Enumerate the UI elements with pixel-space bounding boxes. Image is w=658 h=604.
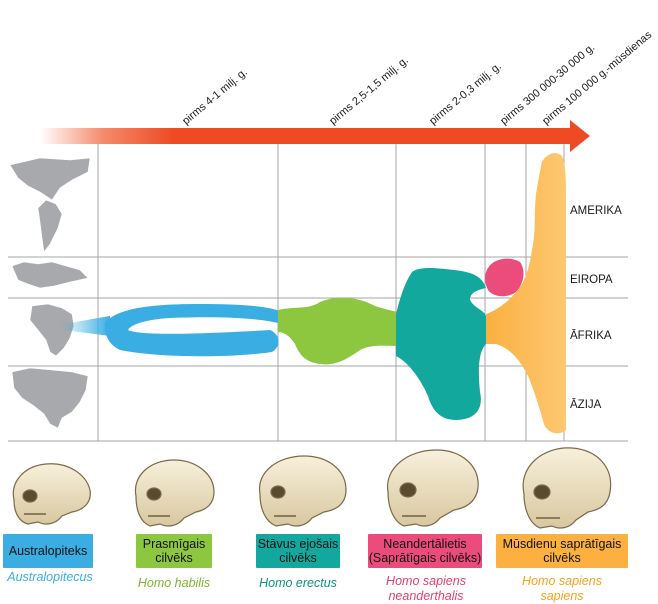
period-label-2: pirms 2,5-1,5 milj. g. <box>327 54 411 127</box>
species-name-australopithecus: Australopiteks <box>8 544 88 558</box>
species-name-habilis: Prasmīgais cilvēks <box>142 537 206 565</box>
species-box-neanderthal: Neandertālietis (Saprātīgais cilvēks) <box>368 534 482 568</box>
period-labels: pirms 4-1 milj. g. pirms 2,5-1,5 milj. g… <box>180 29 654 128</box>
species-name-neanderthal: Neandertālietis (Saprātīgais cilvēks) <box>368 537 482 565</box>
period-label-1: pirms 4-1 milj. g. <box>180 66 250 127</box>
species-box-erectus: Stāvus ejošais cilvēks <box>256 534 340 568</box>
species-name-erectus: Stāvus ejošais cilvēks <box>257 537 339 565</box>
neanderthal-skull-icon <box>387 449 479 527</box>
species-box-australopithecus: Australopiteks <box>3 534 93 568</box>
skulls <box>12 447 612 529</box>
neanderthal-range <box>485 258 524 297</box>
timeline-arrow <box>40 120 590 152</box>
latin-name-habilis: Homo habilis <box>137 576 211 590</box>
latin-name-australopithecus: Australopitecus <box>7 570 93 584</box>
habilis-skull-icon <box>134 459 215 527</box>
latin-name-neanderthal: Homo sapiens neanderthalis <box>386 574 466 603</box>
australopithecus-skull-icon <box>12 463 91 525</box>
sapiens-range <box>486 153 566 434</box>
australopithecus-range <box>60 304 282 357</box>
latin-name-erectus: Homo erectus <box>259 576 337 590</box>
sapiens-skull-icon <box>522 447 612 529</box>
region-label-africa: ĀFRIKA <box>570 330 612 342</box>
erectus-range <box>396 268 486 420</box>
period-label-3: pirms 2-0,3 milj. g. <box>427 60 504 127</box>
region-label-europe: EIROPA <box>570 274 613 286</box>
habilis-range <box>278 297 398 365</box>
species-box-sapiens: Mūsdienu saprātīgais cilvēks <box>496 534 628 568</box>
species-name-sapiens: Mūsdienu saprātīgais cilvēks <box>502 537 622 565</box>
world-map <box>9 157 91 429</box>
latin-name-sapiens: Homo sapiens sapiens <box>522 574 602 603</box>
americas-map-icon <box>9 157 91 253</box>
europe-map-icon <box>11 261 89 289</box>
region-labels: AMERIKA EIROPA ĀFRIKA ĀZIJA <box>570 205 622 411</box>
region-label-america: AMERIKA <box>570 205 622 217</box>
region-label-asia: ĀZIJA <box>570 399 602 411</box>
asia-map-icon <box>11 367 89 429</box>
erectus-skull-icon <box>259 455 347 527</box>
species-box-habilis: Prasmīgais cilvēks <box>136 534 212 568</box>
africa-map-icon <box>29 303 75 357</box>
